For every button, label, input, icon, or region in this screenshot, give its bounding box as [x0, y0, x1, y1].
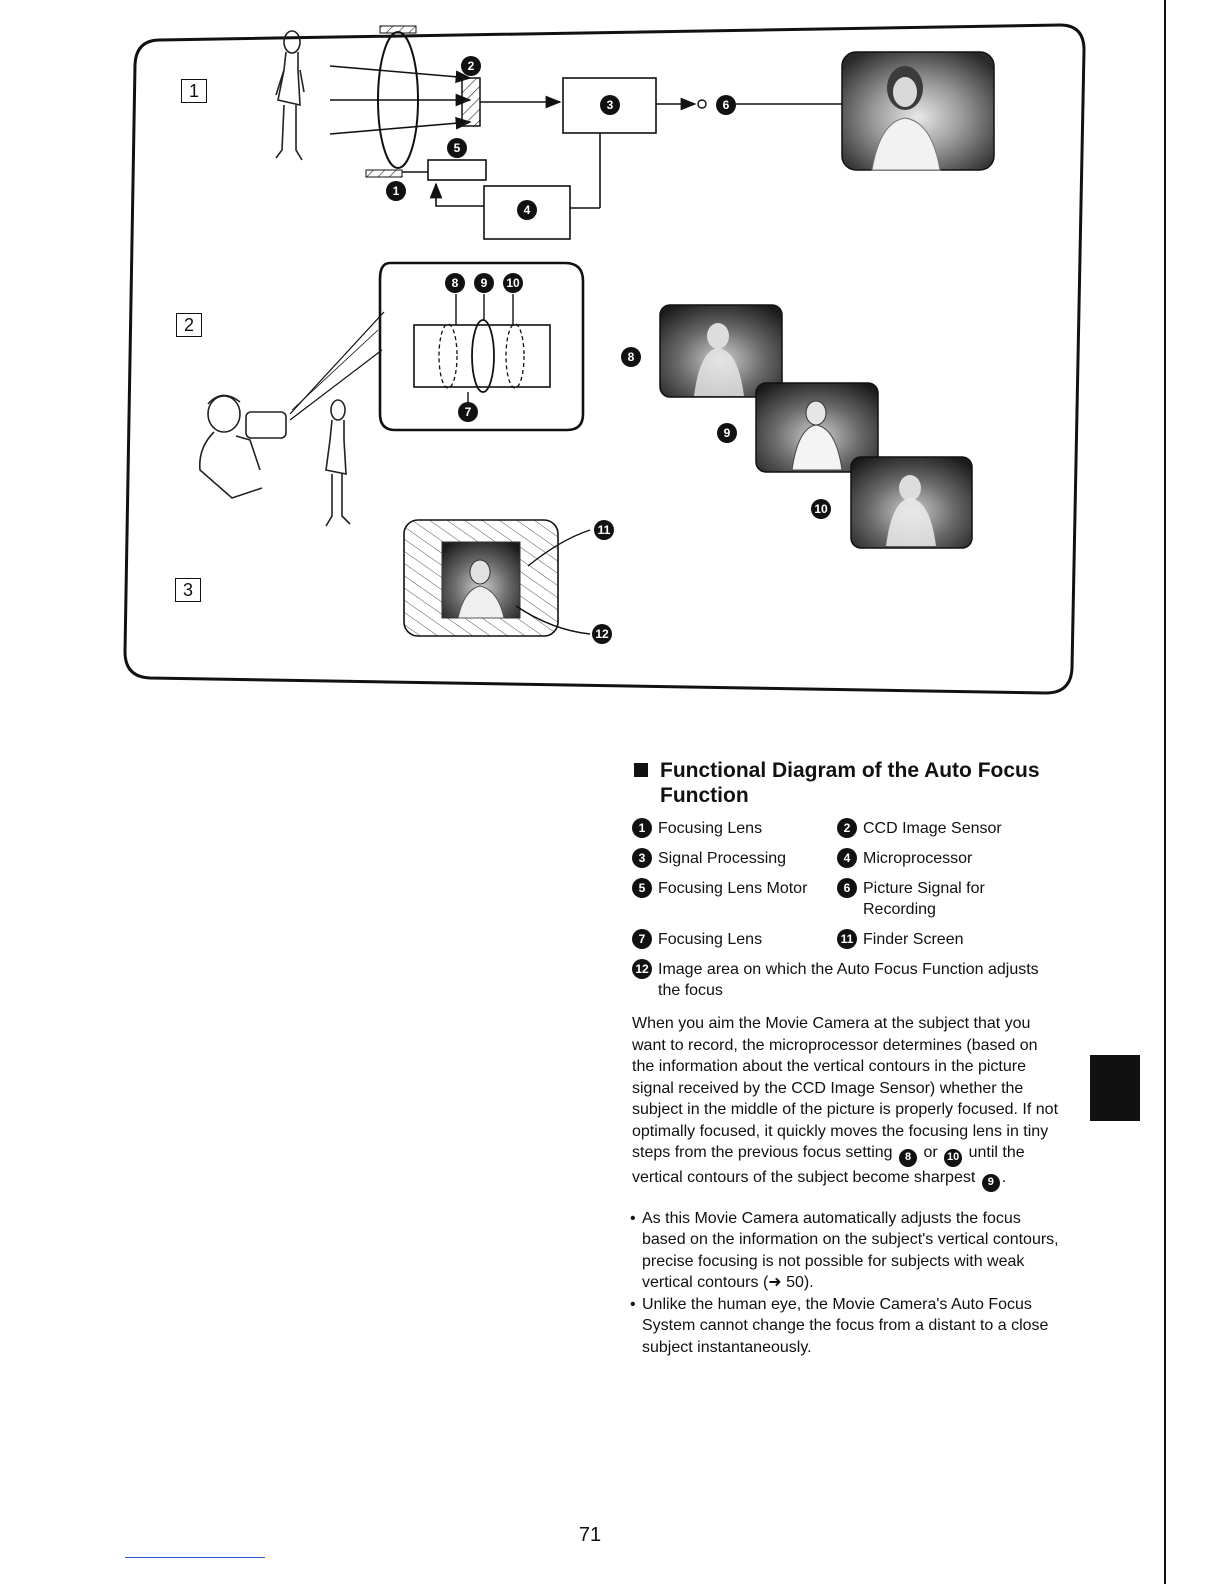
legend-item-3: 3 Signal Processing — [632, 848, 837, 869]
legend-label: CCD Image Sensor — [863, 820, 1002, 837]
callout-10-photo: 10 — [811, 499, 831, 519]
legend-label: Finder Screen — [863, 931, 964, 948]
page-edge-rule — [1164, 0, 1166, 1584]
callout-6: 6 — [716, 95, 736, 115]
legend-number: 3 — [632, 848, 652, 868]
body-text-part2: until the vertical contours of the subje… — [632, 1144, 1025, 1186]
page-number: 71 — [578, 1524, 602, 1546]
callout-10-lens: 10 — [503, 273, 523, 293]
auto-focus-section: Functional Diagram of the Auto Focus Fun… — [630, 758, 1062, 1359]
callout-8-lens: 8 — [445, 273, 465, 293]
legend-item-2: 2 CCD Image Sensor — [837, 818, 1062, 839]
callout-7: 7 — [458, 402, 478, 422]
note-item: As this Movie Camera automatically adjus… — [630, 1208, 1062, 1294]
legend-number: 2 — [837, 818, 857, 838]
legend-label: Focusing Lens — [658, 931, 763, 948]
callout-9-photo: 9 — [717, 423, 737, 443]
woman-figure-2 — [325, 399, 351, 527]
callout-5: 5 — [447, 138, 467, 158]
legend: 1 Focusing Lens 2 CCD Image Sensor 3 Sig… — [632, 818, 1062, 1001]
step-label-1: 1 — [181, 79, 207, 103]
callout-4: 4 — [517, 200, 537, 220]
body-text-or: or — [923, 1144, 938, 1161]
legend-number: 5 — [632, 878, 652, 898]
legend-label: Focusing Lens — [658, 820, 763, 837]
lens-motor-box — [427, 159, 487, 181]
section-tab-marker — [1090, 1055, 1140, 1121]
section-title: Functional Diagram of the Auto Focus Fun… — [632, 758, 1062, 808]
footer-rule — [125, 1557, 265, 1558]
section-title-text: Functional Diagram of the Auto Focus Fun… — [660, 759, 1040, 807]
callout-11: 11 — [594, 520, 614, 540]
cameraman-figure — [198, 394, 287, 499]
legend-number: 12 — [632, 959, 652, 979]
lens-detail-frame — [378, 261, 585, 432]
legend-number: 11 — [837, 929, 857, 949]
legend-number: 4 — [837, 848, 857, 868]
legend-label: Picture Signal for Recording — [863, 880, 985, 918]
legend-label: Microprocessor — [863, 850, 973, 867]
light-rays — [329, 65, 472, 135]
step-label-3: 3 — [175, 578, 201, 602]
callout-3: 3 — [600, 95, 620, 115]
body-text-part1: When you aim the Movie Camera at the sub… — [632, 1015, 1059, 1161]
callout-2: 2 — [461, 56, 481, 76]
auto-focus-diagram — [123, 23, 1086, 695]
legend-number: 7 — [632, 929, 652, 949]
notes-list: As this Movie Camera automatically adjus… — [630, 1208, 1062, 1359]
square-bullet-icon — [634, 763, 648, 777]
legend-item-11: 11 Finder Screen — [837, 929, 1062, 950]
legend-number: 1 — [632, 818, 652, 838]
callout-12: 12 — [592, 624, 612, 644]
ccd-sensor-shape — [461, 77, 481, 127]
legend-label: Focusing Lens Motor — [658, 880, 808, 897]
note-item: Unlike the human eye, the Movie Camera's… — [630, 1294, 1062, 1359]
step-label-2: 2 — [176, 313, 202, 337]
legend-item-6: 6 Picture Signal for Recording — [837, 878, 1062, 920]
ref-8-badge: 8 — [899, 1148, 918, 1167]
legend-label: Signal Processing — [658, 850, 787, 867]
callout-1: 1 — [386, 181, 406, 201]
body-text-end: . — [1001, 1168, 1007, 1186]
legend-item-12: 12 Image area on which the Auto Focus Fu… — [632, 959, 1062, 1001]
diagram-frame — [123, 23, 1086, 695]
ref-10-badge: 10 — [944, 1148, 963, 1167]
callout-9-lens: 9 — [474, 273, 494, 293]
legend-item-5: 5 Focusing Lens Motor — [632, 878, 837, 920]
legend-label: Image area on which the Auto Focus Funct… — [658, 961, 1039, 999]
legend-number: 6 — [837, 878, 857, 898]
legend-item-7: 7 Focusing Lens — [632, 929, 837, 950]
woman-figure-1 — [275, 30, 305, 161]
callout-8-photo: 8 — [621, 347, 641, 367]
ref-9-badge: 9 — [981, 1173, 1000, 1192]
legend-item-4: 4 Microprocessor — [837, 848, 1062, 869]
body-paragraph: When you aim the Movie Camera at the sub… — [632, 1013, 1062, 1192]
legend-item-1: 1 Focusing Lens — [632, 818, 837, 839]
